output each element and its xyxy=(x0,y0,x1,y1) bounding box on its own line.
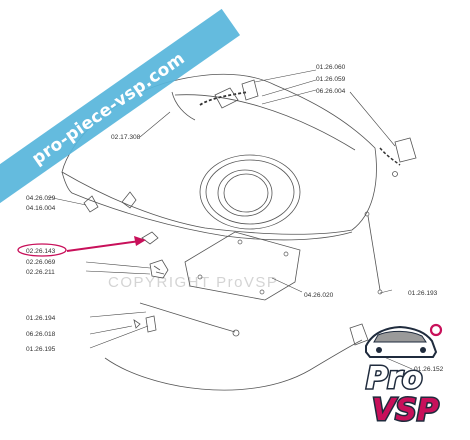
highlight-ring xyxy=(17,243,67,257)
ref-04-26-020: 04.26.020 xyxy=(304,292,334,299)
car-icon xyxy=(365,325,438,358)
ref-01-26-059: 01.26.059 xyxy=(316,76,346,83)
logo-vsp: VSP xyxy=(372,393,439,428)
ref-02-26-069: 02.26.069 xyxy=(26,259,56,266)
bonnet-stay-rod xyxy=(364,211,383,295)
website-banner-text: pro-piece-vsp.com xyxy=(28,48,188,169)
ref-06-26-018: 06.26.018 xyxy=(26,331,56,338)
ref-01-26-060: 01.26.060 xyxy=(316,64,346,71)
provsp-logo: Pro VSP xyxy=(365,323,443,430)
ref-06-26-004: 06.26.004 xyxy=(316,88,346,95)
bonnet-latch xyxy=(141,231,169,279)
ref-02-26-143: 02.26.143 xyxy=(26,248,56,255)
bonnet-panel xyxy=(61,73,377,241)
ref-04-16-004: 04.16.004 xyxy=(26,205,56,212)
ref-04-26-029: 04.26.029 xyxy=(26,195,56,202)
logo-dot-icon xyxy=(429,323,443,337)
insulation-plate xyxy=(184,231,301,301)
copyright-watermark: COPYRIGHT ProVSP xyxy=(108,274,278,291)
release-cable xyxy=(104,302,383,391)
bonnet-seal xyxy=(199,79,417,177)
ref-01-26-195: 01.26.195 xyxy=(26,346,56,353)
logo-pro: Pro xyxy=(366,361,422,396)
ref-02-17-308: 02.17.308 xyxy=(111,134,141,141)
ref-01-26-152: 01.26.152 xyxy=(414,366,444,373)
leader-lines xyxy=(47,69,413,370)
ref-01-26-193: 01.26.193 xyxy=(408,290,438,297)
ref-02-26-211: 02.26.211 xyxy=(26,269,55,276)
hinge-brackets xyxy=(83,191,137,213)
highlight-arrow xyxy=(66,236,146,252)
ref-01-26-194: 01.26.194 xyxy=(26,315,56,322)
